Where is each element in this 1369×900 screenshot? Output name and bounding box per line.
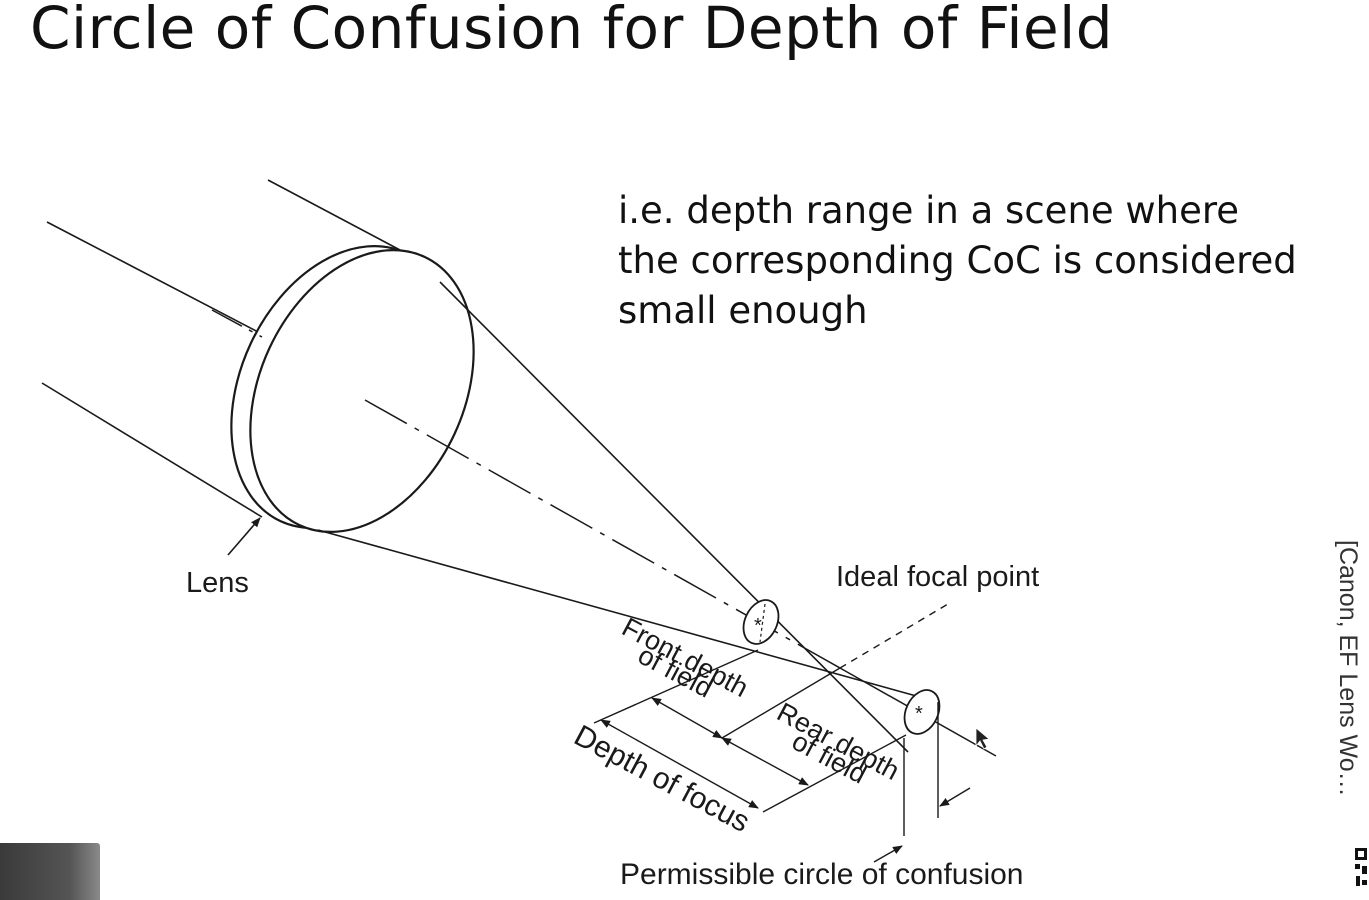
explanation-line-2: the corresponding CoC is considered (618, 239, 1297, 282)
video-thumbnail (0, 843, 100, 900)
mouse-cursor-icon (975, 727, 990, 750)
converging-ray-lower (317, 529, 939, 703)
front-coc-disc: * (742, 599, 780, 645)
front-dof-dimension (651, 697, 723, 739)
coc-arrow-left (873, 845, 903, 863)
slide-title: Circle of Confusion for Depth of Field (30, 0, 1114, 62)
depth-of-focus-dimension (600, 719, 759, 809)
incoming-ray-lower (41, 382, 263, 518)
rear-extension (762, 734, 907, 813)
lens-shape (230, 245, 475, 533)
lens-front-face (249, 249, 475, 533)
rear-coc-disc: * (903, 689, 941, 735)
incoming-ray-upper (46, 221, 261, 334)
lens-label: Lens (186, 567, 249, 599)
incoming-ray-top (267, 179, 401, 251)
depth-of-focus-label: Depth of focus (569, 719, 755, 839)
explanation-text: i.e. depth range in a scene where the co… (618, 186, 1338, 336)
front-extension (593, 649, 759, 724)
citation-text: [Canon, EF Lens Wo… (1334, 540, 1362, 797)
dimension-lines (593, 649, 971, 863)
coc-arrow-right (939, 787, 971, 807)
qr-code-icon (1355, 848, 1367, 886)
explanation-line-3: small enough (618, 289, 868, 332)
explanation-line-1: i.e. depth range in a scene where (618, 189, 1240, 232)
ideal-focal-point-label: Ideal focal point (836, 561, 1039, 593)
ideal-focal-leader (839, 603, 949, 669)
incoming-light-rays (41, 179, 401, 518)
lens-label-arrow (227, 517, 261, 556)
permissible-coc-label: Permissible circle of confusion (620, 858, 1024, 891)
svg-text:*: * (754, 615, 762, 637)
svg-text:*: * (915, 703, 923, 725)
